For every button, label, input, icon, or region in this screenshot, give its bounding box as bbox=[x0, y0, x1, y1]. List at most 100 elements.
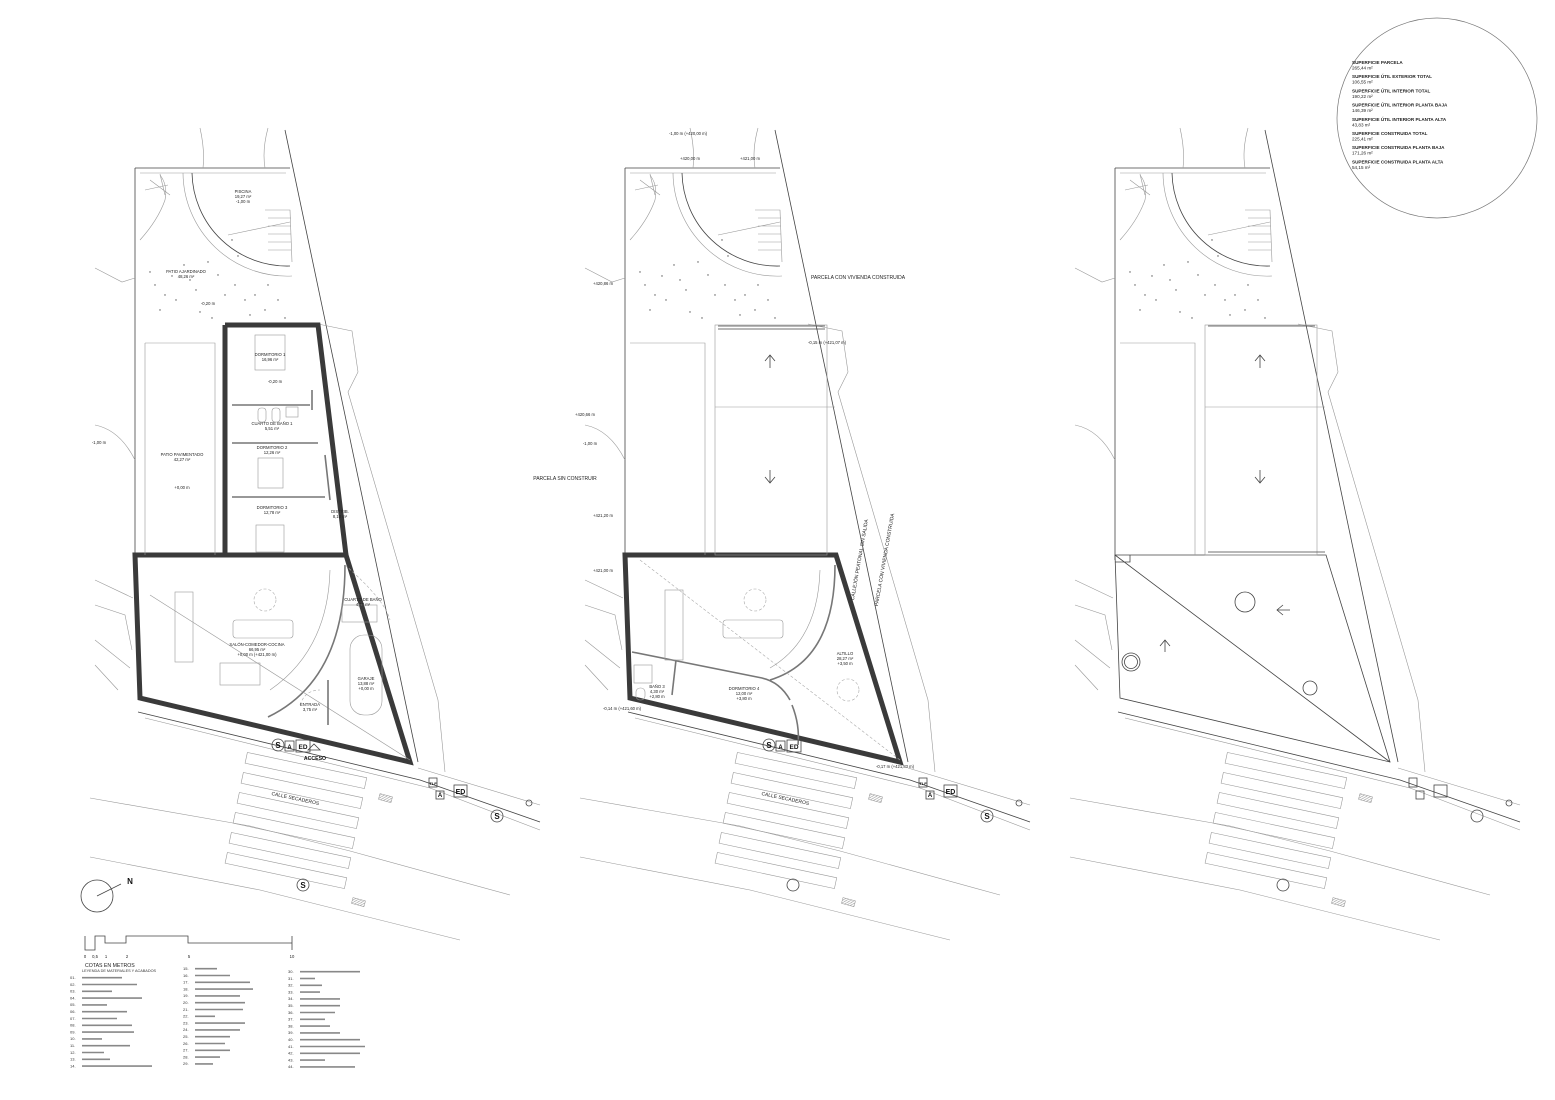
street-name-1: CALLE SECADEROS bbox=[271, 791, 320, 807]
scale-tick: 0 bbox=[84, 954, 87, 959]
room-label: PATIO PAVIMENTADO bbox=[161, 452, 204, 457]
room-label: CUARTO DE BAÑO 1 bbox=[251, 421, 293, 426]
symbol-ed: ED bbox=[946, 789, 956, 796]
room-area: 12,00 m² bbox=[736, 691, 753, 696]
legend-number: 44. bbox=[288, 1064, 294, 1069]
legend-number: 35. bbox=[288, 1003, 294, 1008]
legend-number: 42. bbox=[288, 1051, 294, 1056]
legend-number: 03. bbox=[70, 989, 76, 994]
access-label: ACCESO bbox=[304, 756, 326, 762]
symbol-ed: ED bbox=[456, 789, 466, 796]
legend-title: LEYENDA DE MATERIALES Y ACABADOS bbox=[82, 969, 157, 973]
room-label: ALTILLO bbox=[837, 651, 854, 656]
scale-tick: 1 bbox=[105, 954, 108, 959]
level-mark: +421,00 m bbox=[740, 156, 760, 161]
scale-tick: 10 bbox=[290, 954, 295, 959]
level-mark: -0,15 m (+421,07 m) bbox=[808, 340, 847, 345]
legend-number: 28. bbox=[183, 1054, 189, 1059]
room-label: DORMITORIO 1 bbox=[255, 352, 286, 357]
level-mark: +421,00 m bbox=[593, 568, 613, 573]
room-label: DORMITORIO 4 bbox=[729, 686, 760, 691]
room-area: 3,75 m² bbox=[303, 707, 318, 712]
level-mark: +420,66 m bbox=[575, 412, 595, 417]
legend-number: 43. bbox=[288, 1057, 294, 1062]
room-label: CUARTO DE BAÑO bbox=[344, 597, 382, 602]
room-area: 13,88 m² bbox=[358, 681, 375, 686]
room-level: +2,80 m bbox=[649, 694, 665, 699]
legend-number: 20. bbox=[183, 1000, 189, 1005]
legend-number: 04. bbox=[70, 995, 76, 1000]
surface-value: 171,26 m² bbox=[1352, 151, 1373, 156]
surface-label: SUPERFICIE CONSTRUIDA PLANTA BAJA bbox=[1352, 145, 1445, 150]
plan2-labels: PARCELA CON VIVIENDA CONSTRUIDA PARCELA … bbox=[533, 131, 914, 769]
legend-number: 27. bbox=[183, 1048, 189, 1053]
surface-label: SUPERFICIE ÚTIL EXTERIOR TOTAL bbox=[1352, 73, 1432, 79]
symbol-s: S bbox=[766, 741, 772, 750]
symbol-tlf: TLF bbox=[919, 781, 927, 786]
legend-number: 25. bbox=[183, 1034, 189, 1039]
room-area: 19,27 m² bbox=[235, 194, 252, 199]
room-level: +0,00 m bbox=[358, 686, 374, 691]
room-area: 8,10 m² bbox=[333, 514, 348, 519]
legend-number: 41. bbox=[288, 1044, 294, 1049]
legend-number: 39. bbox=[288, 1030, 294, 1035]
street-symbols: S S S A A ED ED TLF TLF bbox=[300, 781, 990, 890]
symbol-s: S bbox=[300, 881, 306, 890]
legend-number: 36. bbox=[288, 1010, 294, 1015]
legend-number: 24. bbox=[183, 1027, 189, 1032]
symbol-s: S bbox=[494, 812, 500, 821]
street-name-2: CALLE SECADEROS bbox=[761, 791, 810, 807]
level-mark: -0,17 m (+421,83 m) bbox=[876, 764, 915, 769]
scale-tick: 2 bbox=[126, 954, 129, 959]
legend-number: 15. bbox=[183, 966, 189, 971]
legend-number: 38. bbox=[288, 1023, 294, 1028]
legend-number: 19. bbox=[183, 993, 189, 998]
level-mark: -1,00 m (+420,00 m) bbox=[669, 131, 708, 136]
surface-value: 225,41 m² bbox=[1352, 137, 1373, 142]
room-level: -0,20 m bbox=[201, 301, 216, 306]
north-label: N bbox=[127, 877, 133, 886]
symbol-ed: ED bbox=[789, 744, 798, 751]
surface-value: 43,83 m² bbox=[1352, 122, 1371, 127]
legend-number: 14. bbox=[70, 1063, 76, 1068]
level-mark: -1,00 m bbox=[583, 441, 598, 446]
legend-number: 02. bbox=[70, 982, 76, 987]
plan-roof bbox=[1114, 324, 1391, 763]
surface-value: 146,39 m² bbox=[1352, 108, 1373, 113]
entrance-symbols-2: S A ED bbox=[762, 738, 802, 753]
room-area: 12,26 m² bbox=[264, 450, 281, 455]
surface-value: 106,55 m² bbox=[1352, 80, 1373, 85]
site-plan-2 bbox=[579, 127, 1031, 941]
scale-tick: 5 bbox=[188, 954, 191, 959]
plan-ground-floor bbox=[132, 322, 414, 766]
legend-number: 32. bbox=[288, 983, 294, 988]
site-plan-3 bbox=[1069, 127, 1521, 941]
scale-tick: 0,5 bbox=[92, 954, 98, 959]
legend-number: 07. bbox=[70, 1016, 76, 1021]
plan1-labels: PISCINA 19,27 m² -1,00 m PATIO AJARDINAD… bbox=[92, 189, 383, 762]
legend-number: 26. bbox=[183, 1041, 189, 1046]
room-label: GARAJE bbox=[358, 676, 375, 681]
legend-number: 29. bbox=[183, 1061, 189, 1066]
legend-number: 21. bbox=[183, 1007, 189, 1012]
surface-label: SUPERFICIE CONSTRUIDA PLANTA ALTA bbox=[1352, 159, 1444, 164]
symbol-a: A bbox=[287, 745, 292, 751]
legend-number: 30. bbox=[288, 969, 294, 974]
level-mark: -1,00 m bbox=[92, 440, 107, 445]
legend-number: 33. bbox=[288, 989, 294, 994]
room-label: SALÓN-COMEDOR-COCINA bbox=[229, 642, 284, 647]
room-area: 4,18 m² bbox=[356, 602, 371, 607]
legend-number: 12. bbox=[70, 1050, 76, 1055]
surface-value: 190,22 m² bbox=[1352, 94, 1373, 99]
legend-number: 23. bbox=[183, 1020, 189, 1025]
surface-label: SUPERFICIE ÚTIL INTERIOR TOTAL bbox=[1352, 87, 1431, 93]
legend-number: 10. bbox=[70, 1036, 76, 1041]
room-level: -0,20 m bbox=[268, 379, 283, 384]
room-area: 16,96 m² bbox=[262, 357, 279, 362]
room-label: ENTRADA bbox=[300, 702, 320, 707]
room-area: 4,30 m² bbox=[650, 689, 665, 694]
level-mark: +420,00 m bbox=[680, 156, 700, 161]
room-level: +3,80 m bbox=[736, 696, 752, 701]
